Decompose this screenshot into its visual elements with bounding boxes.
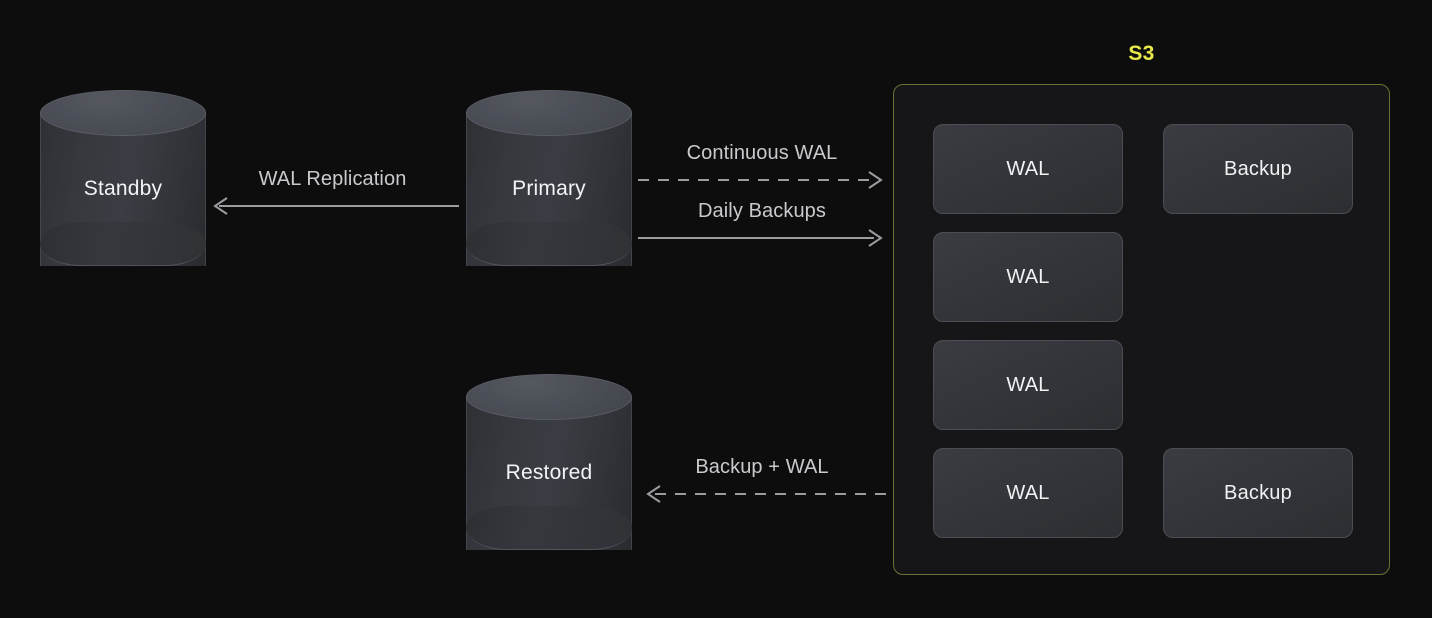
s3-object-grid: WAL Backup WAL WAL WAL Backup bbox=[933, 124, 1353, 538]
cylinder-top-ellipse bbox=[466, 374, 632, 420]
connector-daily-backups: Daily Backups bbox=[638, 200, 886, 247]
s3-title: S3 bbox=[1128, 42, 1155, 65]
connector-backup-wal-label: Backup + WAL bbox=[695, 456, 829, 478]
connector-continuous-wal-label: Continuous WAL bbox=[686, 142, 838, 164]
cylinder-bottom-ellipse bbox=[40, 222, 206, 266]
cylinder-top-ellipse bbox=[466, 90, 632, 136]
connector-wal-replication-label: WAL Replication bbox=[258, 168, 407, 190]
cylinder-top-ellipse bbox=[40, 90, 206, 136]
arrow-left-solid-icon bbox=[213, 197, 459, 215]
s3-object-wal[interactable]: WAL bbox=[933, 448, 1123, 538]
node-primary-label: Primary bbox=[512, 177, 586, 200]
connector-backup-wal: Backup + WAL bbox=[638, 456, 886, 503]
node-restored-label: Restored bbox=[505, 461, 593, 484]
s3-object-wal[interactable]: WAL bbox=[933, 232, 1123, 322]
node-standby-label: Standby bbox=[83, 177, 163, 200]
cylinder-bottom-ellipse bbox=[466, 506, 632, 550]
cylinder-bottom-ellipse bbox=[466, 222, 632, 266]
connector-wal-replication: WAL Replication bbox=[205, 168, 460, 215]
s3-object-backup[interactable]: Backup bbox=[1163, 448, 1353, 538]
connector-continuous-wal: Continuous WAL bbox=[638, 142, 886, 189]
s3-object-wal[interactable]: WAL bbox=[933, 124, 1123, 214]
s3-object-slot-empty bbox=[1163, 232, 1353, 322]
arrow-right-solid-icon bbox=[638, 229, 883, 247]
node-standby[interactable]: Standby bbox=[40, 90, 206, 288]
s3-object-backup[interactable]: Backup bbox=[1163, 124, 1353, 214]
connector-daily-backups-label: Daily Backups bbox=[697, 200, 827, 222]
s3-object-slot-empty bbox=[1163, 340, 1353, 430]
node-restored[interactable]: Restored bbox=[466, 374, 632, 572]
arrow-left-dashed-icon bbox=[646, 485, 886, 503]
s3-object-wal[interactable]: WAL bbox=[933, 340, 1123, 430]
arrow-right-dashed-icon bbox=[638, 171, 883, 189]
node-primary[interactable]: Primary bbox=[466, 90, 632, 288]
